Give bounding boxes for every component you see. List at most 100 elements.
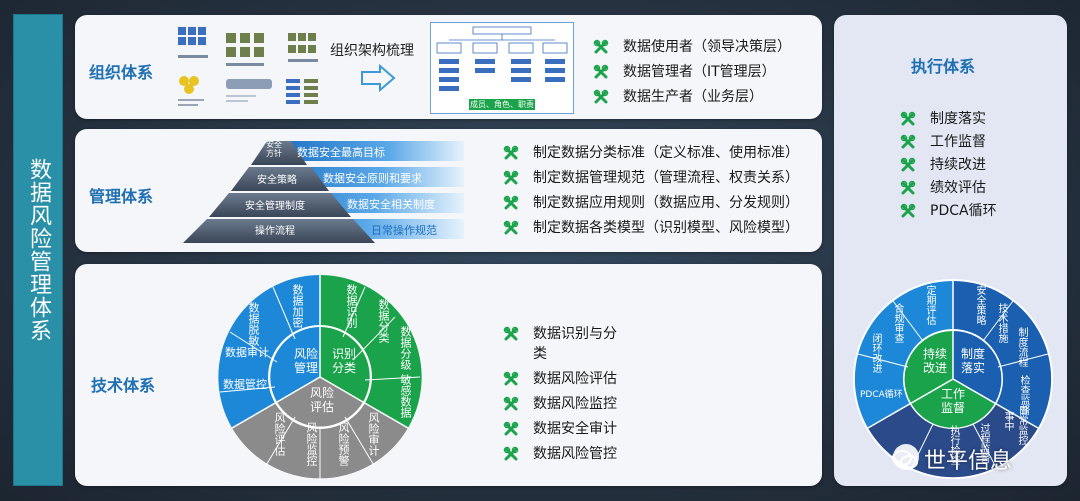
main-title: 数据风险管理体系: [13, 14, 63, 486]
pyramid-left-0: 安全 方针: [266, 140, 282, 158]
green-knot-icon: [593, 89, 609, 104]
list-item: 制定数据各类模型（识别模型、风险模型）: [503, 218, 799, 238]
exec-outer-l-0: 定期评估: [924, 285, 935, 325]
list-item: 数据风险监控: [503, 394, 623, 414]
exec-item-label: 绩效评估: [930, 180, 986, 196]
tech-wheel-center-left: 风险 管理: [293, 347, 318, 375]
pyramid-right-3: 日常操作规范: [371, 224, 437, 237]
list-item: 数据识别与分类: [503, 324, 623, 364]
green-knot-icon: [503, 170, 519, 185]
exec-outer-tr-3: 检查监督: [1018, 375, 1029, 415]
exec-outer-tr-1: 技术措施: [996, 303, 1007, 343]
tech-outer-gray-2: 风险监控: [305, 422, 318, 466]
exec-item-label: PDCA循环: [930, 203, 997, 219]
tech-outer-green-2: 数据分级: [399, 326, 412, 370]
org-thumbnail-graphic: [178, 27, 318, 106]
tech-item-label: 数据识别与分类: [533, 326, 617, 362]
green-knot-icon: [900, 111, 916, 126]
org-chart: 成员、角色、职责: [430, 22, 574, 114]
green-knot-icon: [503, 220, 519, 235]
org-item-label: 数据生产者（业务层）: [623, 89, 763, 105]
tech-panel: 技术体系 风险: [75, 264, 822, 486]
green-knot-icon: [503, 371, 519, 386]
exec-wheel-center-left: 持续 改进: [922, 347, 947, 375]
watermark-text: 世平信息: [924, 449, 1013, 474]
green-knot-icon: [503, 326, 519, 341]
tech-outer-gray-3: 风险评估: [273, 412, 286, 456]
exec-wheel-center-right: 制度 落实: [960, 347, 985, 375]
green-knot-icon: [900, 157, 916, 172]
pyramid-left-3: 操作流程: [255, 226, 295, 237]
green-knot-icon: [503, 421, 519, 436]
org-item-label: 数据管理者（IT管理层）: [623, 64, 776, 80]
tech-title: 技术体系: [91, 376, 156, 395]
green-knot-icon: [900, 134, 916, 149]
tech-item-label: 数据安全审计: [533, 421, 617, 437]
list-item: 绩效评估: [900, 178, 997, 198]
pyramid-right-1: 数据安全原则和要求: [323, 172, 422, 185]
green-knot-icon: [503, 446, 519, 461]
org-chart-graphic: [436, 26, 568, 110]
pyramid-right-2: 数据安全相关制度: [347, 198, 435, 211]
list-item: PDCA循环: [900, 201, 997, 221]
tech-outer-blue-1: 数据脱敏: [247, 302, 260, 346]
org-chart-footer: 成员、角色、职责: [470, 100, 534, 109]
tech-outer-green-0: 数据识别: [345, 284, 358, 328]
exec-outer-l-1: 合规审查: [892, 303, 903, 343]
watermark: 世平信息: [892, 443, 1012, 475]
list-item: 数据风险管控: [503, 444, 623, 464]
mgmt-panel: 管理体系 安全 方针 数据安全最高目标 安全策略 数据安全原则和要求 安全管理制…: [75, 129, 822, 252]
exec-outer-b-1: 过程监督: [978, 423, 989, 463]
right-arrow-icon: [361, 64, 396, 92]
pyramid-left-2: 安全管理制度: [245, 201, 305, 212]
exec-panel: 执行体系 制度落实 工作监督 持续改进 绩效评估 PDCA循环 持续 改进 制度…: [834, 15, 1067, 486]
list-item: 制定数据分类标准（定义标准、使用标准）: [503, 143, 799, 163]
org-arrow-label: 组织架构梳理: [330, 43, 414, 59]
list-item: 数据风险评估: [503, 369, 623, 389]
exec-outer-l-3: PDCA循环: [860, 390, 903, 400]
tech-outer-blue-0: 数据加密: [291, 284, 304, 328]
list-item: 数据使用者（领导决策层）: [593, 37, 791, 57]
org-panel: 组织体系 组织架构梳理: [75, 15, 822, 119]
exec-outer-b-0: 事中: [1002, 411, 1013, 431]
green-knot-icon: [593, 39, 609, 54]
exec-outer-tr-0: 安全策略: [974, 285, 985, 325]
pyramid-right-0: 数据安全最高目标: [297, 146, 385, 159]
mgmt-bullet-list: 制定数据分类标准（定义标准、使用标准） 制定数据管理规范（管理流程、权责关系） …: [503, 143, 799, 243]
exec-wheel-center-bottom: 工作 监督: [940, 387, 965, 415]
wechat-icon: [892, 450, 918, 469]
list-item: 工作监督: [900, 132, 997, 152]
green-knot-icon: [900, 180, 916, 195]
org-thumbnails: [170, 19, 330, 114]
tech-item-label: 数据风险管控: [533, 446, 617, 462]
mgmt-item-label: 制定数据各类模型（识别模型、风险模型）: [533, 220, 799, 236]
exec-item-label: 工作监督: [930, 134, 986, 150]
list-item: 制度落实: [900, 109, 997, 129]
exec-outer-b-2: 执行检查: [948, 425, 959, 465]
org-item-label: 数据使用者（领导决策层）: [623, 39, 791, 55]
mgmt-item-label: 制定数据分类标准（定义标准、使用标准）: [533, 145, 799, 161]
tech-wheel-center-bottom: 风险 评估: [309, 386, 334, 414]
exec-item-label: 持续改进: [930, 157, 986, 173]
green-knot-icon: [503, 396, 519, 411]
mgmt-item-label: 制定数据管理规范（管理流程、权责关系）: [533, 170, 799, 186]
green-knot-icon: [503, 195, 519, 210]
mgmt-item-label: 制定数据应用规则（数据应用、分发规则）: [533, 195, 799, 211]
exec-wheel-diagram: [853, 279, 1053, 479]
green-knot-icon: [503, 145, 519, 160]
list-item: 数据管理者（IT管理层）: [593, 62, 791, 82]
org-bullet-list: 数据使用者（领导决策层） 数据管理者（IT管理层） 数据生产者（业务层）: [593, 37, 791, 112]
list-item: 制定数据应用规则（数据应用、分发规则）: [503, 193, 799, 213]
org-title: 组织体系: [89, 63, 154, 82]
exec-outer-l-2: 闭环改进: [870, 333, 881, 373]
pyramid-diagram: [183, 141, 464, 243]
tech-wheel-diagram: [218, 275, 422, 479]
tech-outer-green-3: 敏感数据: [399, 374, 412, 418]
list-item: 制定数据管理规范（管理流程、权责关系）: [503, 168, 799, 188]
list-item: 数据生产者（业务层）: [593, 87, 791, 107]
green-knot-icon: [900, 203, 916, 218]
tech-item-label: 数据风险评估: [533, 371, 617, 387]
tech-outer-blue-3: 数据管控: [223, 378, 267, 391]
list-item: 持续改进: [900, 155, 997, 175]
mgmt-title: 管理体系: [89, 187, 154, 206]
